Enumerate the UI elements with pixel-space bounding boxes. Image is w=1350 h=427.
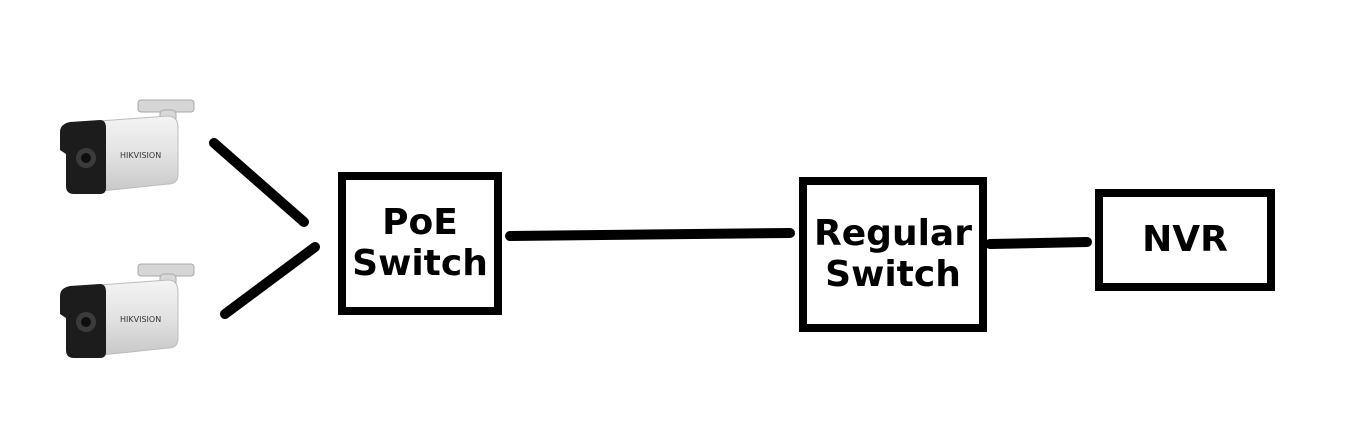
nvr-box: NVR (1095, 189, 1275, 291)
regular-switch-box: Regular Switch (799, 177, 987, 332)
connection-camera1-poe (209, 138, 309, 227)
camera-brand-text: HIKVISION (120, 315, 161, 324)
connection-camera2-poe (220, 242, 320, 319)
camera-brand-text: HIKVISION (120, 151, 161, 160)
bullet-camera-icon: HIKVISION (60, 99, 195, 194)
bullet-camera-icon: HIKVISION (60, 263, 195, 358)
regular-switch-label: Regular Switch (814, 213, 972, 295)
nvr-label: NVR (1142, 218, 1228, 260)
connection-poe-regular (505, 228, 795, 241)
poe-switch-box: PoE Switch (338, 172, 502, 315)
connection-regular-nvr (985, 237, 1092, 249)
poe-switch-label: PoE Switch (352, 202, 488, 284)
